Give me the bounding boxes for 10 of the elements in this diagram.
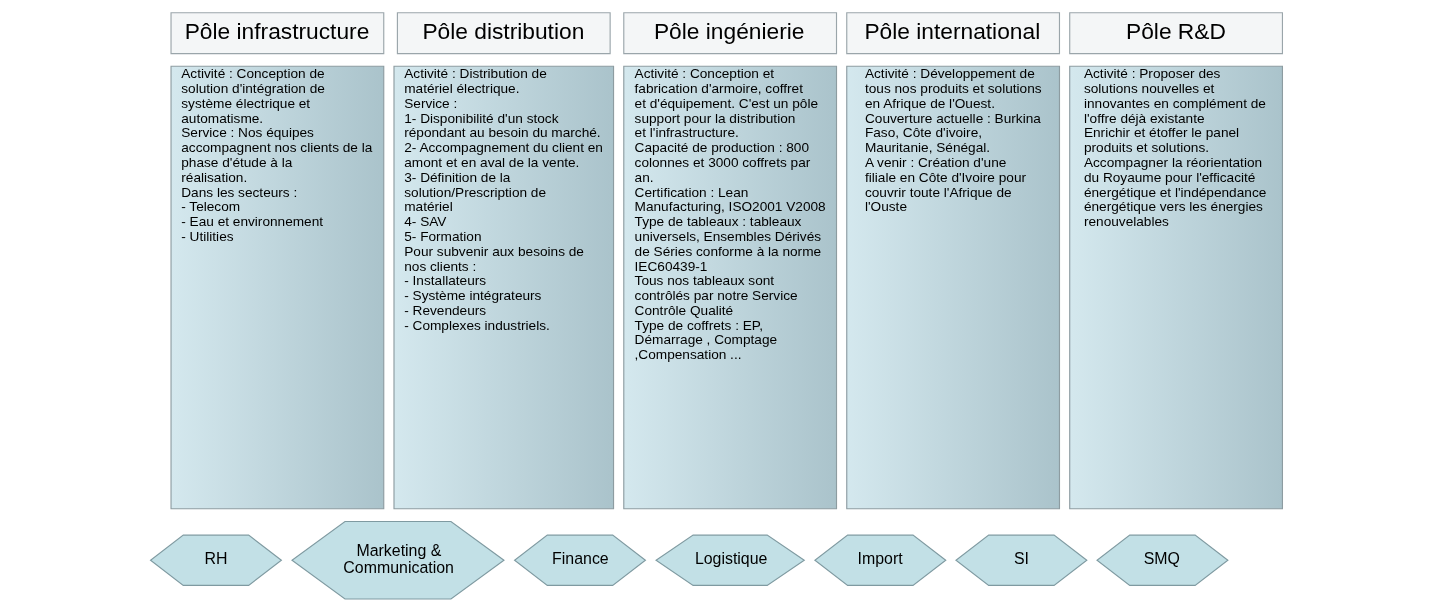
node-box: Activité : Proposer des solutions nouvelles et innovantes en complément de l'offre déjà existante Enrichir et étoffer le panel produits et solutions. Accompagner la réorientation du Royaume pour l'efficacité énergétique et l'indépendance énergétique vers les énergies renouvelables xyxy=(1068,65,1283,510)
node-box: Activité : Conception de solution d'intégration de système électrique et automatisme. Service : Nos équipes accompagnent nos clients de la phase d'étude à la réalisation. Dans les secteurs : - Telecom - Eau et environnement - Utilities xyxy=(169,65,384,510)
node-box: Pôle infrastructure xyxy=(169,12,384,55)
node-box: Pôle ingénierie xyxy=(622,12,837,55)
node-box: Pôle distribution xyxy=(396,12,611,55)
node-box: Pôle R&D xyxy=(1068,12,1283,55)
node-box: Activité : Distribution de matériel électrique. Service : 1- Disponibilité d'un stock répondant au besoin du marché. 2- Accompagnement du client en amont et en aval de la vente. 3- Définition de la solution/Prescription de matériel 4- SAV 5- Formation Pour subvenir aux besoins de nos clients : - Installateurs - Système intégrateurs - Revendeurs - Complexes industriels. xyxy=(392,65,614,510)
node-box: Activité : Conception et fabrication d'armoire, coffret et d'équipement. C'est un pôle support pour la distribution et l'infrastructure. Capacité de production : 800 colonnes et 3000 coffrets par an. Certification : Lean Manufacturing, ISO2001 V2008 Type de tableaux : tableaux universels, Ensembles Dérivés de Séries conforme à la norme IEC60439-1 Tous nos tableaux sont contrôlés par notre Service Contrôle Qualité Type de coffrets : EP, Démarrage , Comptage ,Compensation ... xyxy=(622,65,837,510)
node-box: Pôle international xyxy=(845,12,1060,55)
node-box: Activité : Développement de tous nos produits et solutions en Afrique de l'Ouest. Couverture actuelle : Burkina Faso, Côte d'ivoire, Mauritanie, Sénégal. A venir : Création d'une filiale en Côte d'Ivoire pour couvrir toute l'Afrique de l'Ouste xyxy=(845,65,1060,510)
